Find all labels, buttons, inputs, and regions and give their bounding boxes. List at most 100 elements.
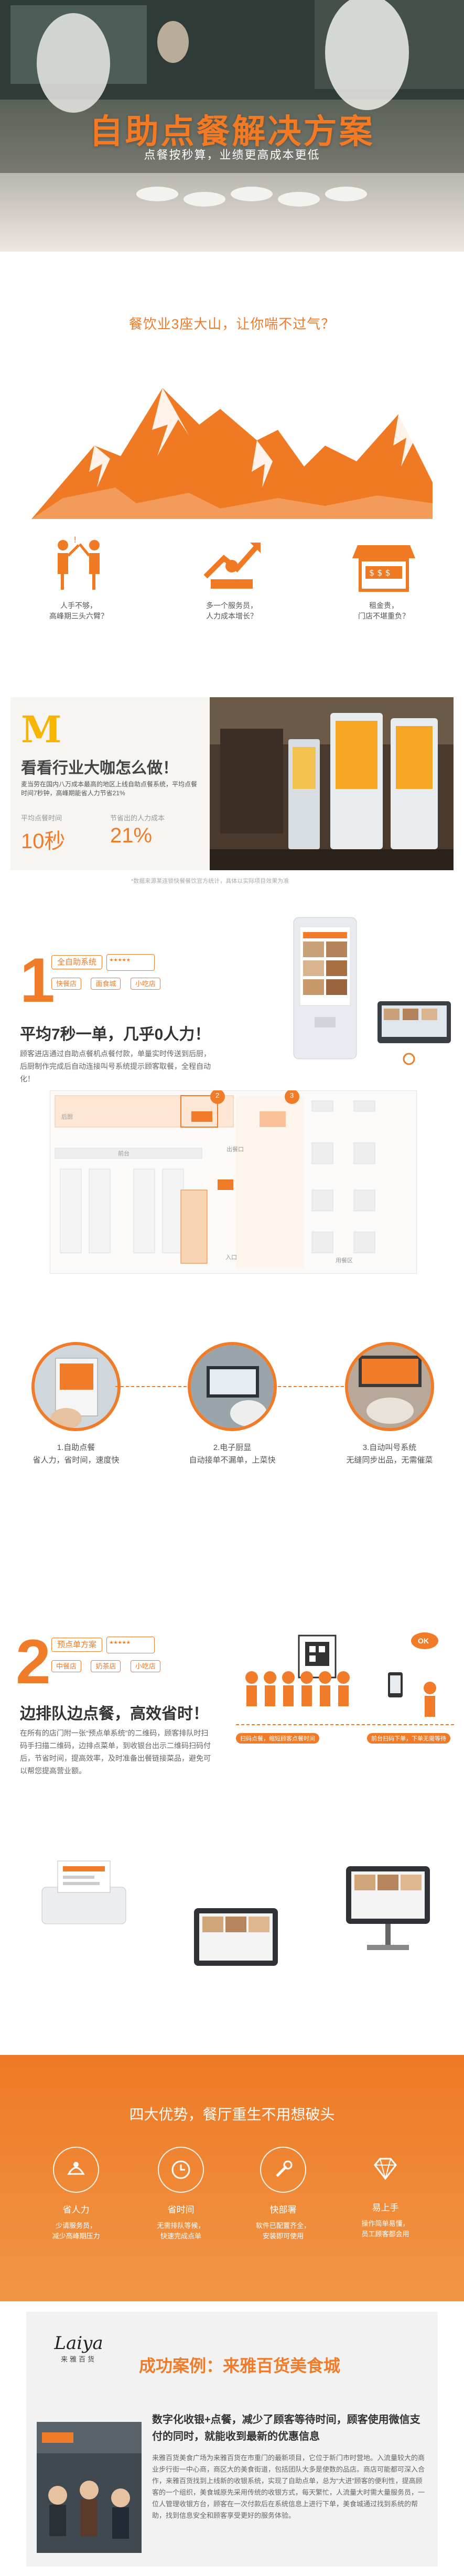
scan-flow-illustration <box>236 1632 456 1725</box>
mountain-3-line2: 门店不堪重负？ <box>358 612 409 620</box>
svg-text:!: ! <box>73 535 77 545</box>
plan-marker-3: 3 <box>290 1091 294 1099</box>
self-service-system-section: 1 全自助系统 ★★★★★ 快餐店 面食城 小吃店 平均7秒一单，几乎0人力！ … <box>0 902 464 1604</box>
sys2-headline: 边排队边点餐，高效省时！ <box>20 1705 209 1723</box>
mountains-illustration <box>31 388 433 519</box>
leader-card: M 看看行业大咖怎么做！ 麦当劳在国内八万成本最高的地区上线自助点餐系统，平均点… <box>10 697 454 870</box>
three-mountains-section: 餐饮业3座大山，让你喘不过气？ ! $ $ $ <box>0 252 464 671</box>
mountain-3-line1: 租金贵， <box>369 601 398 610</box>
advantage-4-name: 易上手 <box>372 2203 399 2213</box>
food-court-photo <box>37 2422 142 2553</box>
advantage-3-desc: 软件已配置齐全， 安装即可使用 <box>255 2222 310 2240</box>
hero-banner: 自助点餐解决方案 点餐按秒算，业绩更高成本更低 <box>0 0 464 252</box>
tag-noodle: 面食城 <box>91 978 121 990</box>
plan-dining-label: 用餐区 <box>336 1258 353 1264</box>
stat2-value: 21% <box>110 824 153 847</box>
step3-desc: 无缝同步出品，无需催菜 <box>346 1456 433 1465</box>
flow-left-caption: 扫码点餐，缩短顾客点餐时间 <box>236 1733 319 1744</box>
tag-fastfood: 快餐店 <box>51 978 82 990</box>
logo-subtext: 来雅百货 <box>60 2355 96 2363</box>
stars-rating-2: ★★★★★ <box>106 1637 155 1653</box>
step3-photo <box>345 1342 434 1431</box>
mountain-2-line2: 人力成本增长？ <box>206 612 257 620</box>
pre-order-system-section: 2 预点单方案 ★★★★★ 中餐店 奶茶店 小吃店 边排队边点餐，高效省时！ 在… <box>0 1604 464 2055</box>
tag-chinese: 中餐店 <box>51 1660 82 1672</box>
leader-heading: 看看行业大咖怎么做！ <box>21 760 178 777</box>
kiosk-devices-image <box>293 917 451 1065</box>
laiya-logo: Laiya 来雅百货 <box>47 2333 110 2380</box>
tag-snack-2: 小吃店 <box>130 1660 160 1672</box>
clock-icon <box>158 2147 204 2193</box>
step2-title: 2.电子厨显 <box>213 1443 252 1452</box>
step1-desc: 省人力，省时间，速度快 <box>33 1456 120 1465</box>
hero-title: 自助点餐解决方案 <box>89 113 375 150</box>
case-headline: 数字化收银+点餐，减少了顾客等待时间，顾客使用微信支付的同时，就能收到最新的优惠… <box>152 2414 420 2442</box>
advantage-save-labor: 省人力 少请服务员， 减少高峰期压力 <box>26 2147 126 2242</box>
flow-right-caption: 前台扫码下单，下单无需等待 <box>367 1733 450 1744</box>
svg-text:$ $ $: $ $ $ <box>369 568 391 578</box>
plan-order-label: 出餐口 <box>226 1146 244 1153</box>
kitchen-photo <box>0 0 464 252</box>
tag-snack: 小吃店 <box>130 978 160 990</box>
mountain-1-line1: 人手不够， <box>60 601 97 610</box>
person-icon <box>53 2147 99 2193</box>
step3-title: 3.自动叫号系统 <box>362 1443 417 1452</box>
hero-subtitle: 点餐按秒算，业绩更高成本更低 <box>144 148 320 161</box>
store-floor-plan <box>50 1090 417 1274</box>
plan-kitchen-label: 后厨 <box>61 1114 73 1120</box>
brand-logo: M <box>21 708 62 751</box>
plan-counter-label: 前台 <box>118 1151 130 1157</box>
receipt-printer-image <box>41 1860 126 1924</box>
sys1-para: 顾客进店通过自助点餐机点餐付款，单量实时传送到后厨，后厨制作完成后自动连接叫号系… <box>20 1049 211 1083</box>
advantage-3-name: 快部署 <box>269 2205 297 2215</box>
advantages-title: 四大优势，餐厅重生不用想破头 <box>129 2106 335 2123</box>
plan-marker-2: 2 <box>215 1091 220 1099</box>
rising-chart-icon <box>195 535 268 592</box>
advantage-2-name: 省时间 <box>167 2205 195 2215</box>
restaurant-kiosk-photo <box>210 697 454 870</box>
logo-text: Laiya <box>54 2333 103 2354</box>
stars-rating: ★★★★★ <box>106 954 155 971</box>
mountains-question: 餐饮业3座大山，让你喘不过气？ <box>128 316 336 332</box>
tablet-stand-image <box>346 1866 430 1950</box>
stat2-label: 节省出的人力成本 <box>110 814 165 822</box>
step2-photo <box>188 1342 277 1431</box>
mountain-2-line1: 多一个服务员， <box>206 601 257 610</box>
tag-tea: 奶茶店 <box>91 1660 121 1672</box>
tag-full-self-service: 全自助系统 <box>51 955 103 970</box>
advantage-4-desc: 操作简单易懂， 员工顾客都会用 <box>361 2220 409 2238</box>
advantage-save-time: 省时间 无需排队等候， 快速完成点单 <box>131 2147 231 2242</box>
people-arguing-icon: ! <box>42 535 115 592</box>
stat1-value: 10秒 <box>21 830 66 853</box>
case-title: 成功案例：来雅百货美食城 <box>139 2356 341 2375</box>
plan-entrance-label: 入口 <box>225 1254 237 1261</box>
scheme-number-2: 2 <box>16 1627 51 1697</box>
source-note: *数据来源某连锁快餐餐饮官方统计，具体以实际项目效果为准 <box>131 878 289 884</box>
tag-pre-order: 预点单方案 <box>51 1638 103 1652</box>
stat1-label: 平均点餐时间 <box>21 814 62 822</box>
star-icon: ★★★★★ <box>109 957 131 962</box>
scheme-number-1: 1 <box>20 945 55 1015</box>
ok-bubble-label: OK <box>418 1637 429 1645</box>
case-card: Laiya 来雅百货 成功案例：来雅百货美食城 数字化收银+点餐，减少了顾客等待… <box>26 2312 438 2567</box>
advantage-2-desc: 无需排队等候， 快速完成点单 <box>157 2222 205 2240</box>
advantage-1-name: 省人力 <box>62 2205 90 2215</box>
success-case-section: Laiya 来雅百货 成功案例：来雅百货美食城 数字化收银+点餐，减少了顾客等待… <box>0 2301 464 2576</box>
sys2-para: 在所有的店门附一张“预点单系统”的二维码，顾客排队时扫码手扫描二维码，边排点菜单… <box>20 1729 211 1775</box>
sys1-headline: 平均7秒一单，几乎0人力！ <box>20 1026 211 1043</box>
storefront-icon: $ $ $ <box>347 535 420 592</box>
step2-desc: 自动接单不漏单，上菜快 <box>189 1456 276 1465</box>
diamond-icon <box>363 2147 407 2191</box>
step1-photo <box>31 1342 121 1431</box>
star-icon: ★★★★★ <box>109 1640 131 1645</box>
advantage-fast-deploy: 快部署 软件已配置齐全， 安装即可使用 <box>233 2147 333 2242</box>
tablet-device-image <box>194 1908 278 1966</box>
four-advantages-section: 四大优势，餐厅重生不用想破头 省人力 少请服务员， 减少高峰期压力 省时间 无需… <box>0 2055 464 2301</box>
step1-title: 1.自助点餐 <box>57 1443 95 1452</box>
industry-leader-section: M 看看行业大咖怎么做！ 麦当劳在国内八万成本最高的地区上线自助点餐系统，平均点… <box>0 671 464 902</box>
case-para: 来雅百货美食广场为来雅百货在市重门的最新项目，它位于新门市时营地。入流量较大的商… <box>152 2454 425 2519</box>
advantage-1-desc: 少请服务员， 减少高峰期压力 <box>52 2222 100 2240</box>
mountain-1-line2: 高峰期三头六臂？ <box>49 612 108 620</box>
advantage-easy-use: 易上手 操作简单易懂， 员工顾客都会用 <box>336 2147 435 2239</box>
leader-desc: 麦当劳在国内八万成本最高的地区上线自助点餐系统，平均点餐时间7秒钟，高峰期能省人… <box>21 781 198 797</box>
